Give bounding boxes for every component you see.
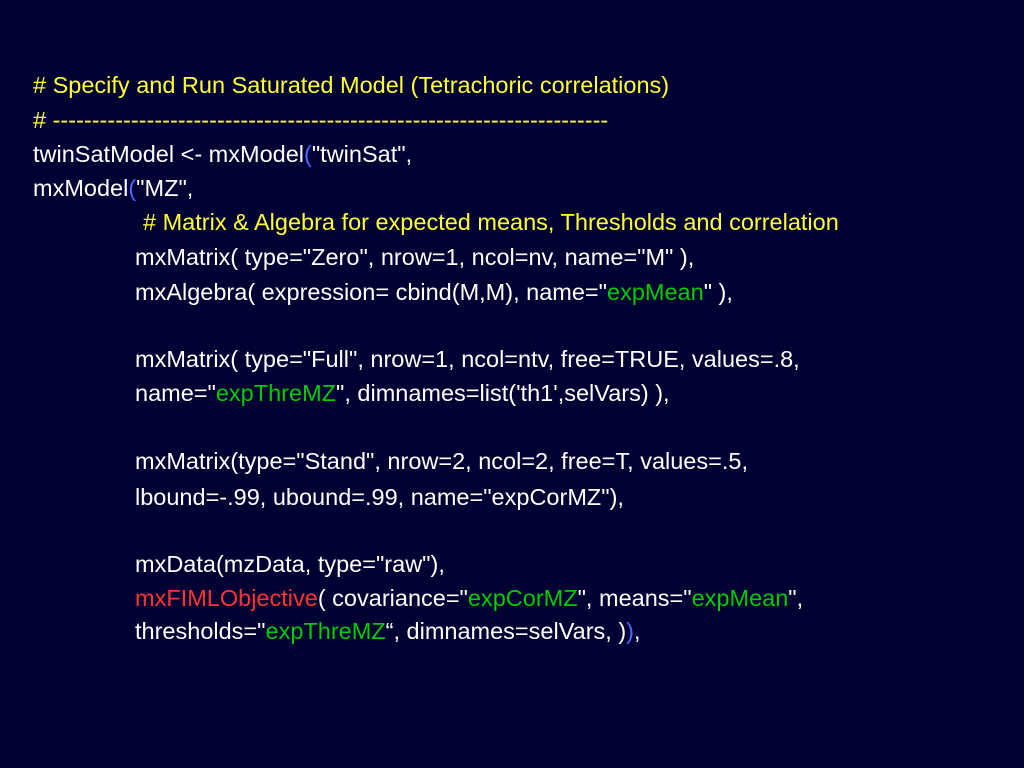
comment-matrix-algebra: # Matrix & Algebra for expected means, T… [143, 209, 839, 235]
code-text: mxAlgebra( expression= cbind(M,M), name=… [135, 279, 607, 305]
code-line-mxmatrix-zero: mxMatrix( type="Zero", nrow=1, ncol=nv, … [135, 244, 695, 270]
code-text: “, dimnames=selVars, ) [385, 618, 627, 644]
code-text: twinSatModel <- mxModel [33, 141, 305, 167]
code-text: thresholds=" [135, 618, 266, 644]
code-line-mxalgebra: mxAlgebra( expression= cbind(M,M), name=… [135, 279, 733, 305]
string-highlight: expCorMZ [467, 585, 578, 611]
code-text: ( covariance=" [317, 585, 468, 611]
code-line-mxfimlobjective: mxFIMLObjective( covariance="expCorMZ", … [135, 585, 804, 611]
string-highlight: expMean [607, 279, 704, 305]
code-text: mxModel [33, 175, 129, 201]
code-line-twinsatmodel: twinSatModel <- mxModel("twinSat", [33, 141, 413, 167]
close-paren: ) [626, 618, 634, 644]
code-text: , [633, 618, 641, 644]
open-paren: ( [304, 141, 312, 167]
code-line-thresholds: thresholds="expThreMZ“, dimnames=selVars… [135, 618, 641, 644]
code-text: " ), [703, 279, 733, 305]
code-text: ", dimnames=list('th1',selVars) ), [336, 380, 670, 406]
open-paren: ( [128, 175, 137, 201]
code-line-name-expthremz: name="expThreMZ", dimnames=list('th1',se… [135, 380, 670, 406]
code-text: "MZ", [136, 175, 194, 201]
string-highlight: expThreMZ [265, 618, 386, 644]
code-line-mxmatrix-stand: mxMatrix(type="Stand", nrow=2, ncol=2, f… [135, 448, 748, 474]
code-line-mxdata: mxData(mzData, type="raw"), [135, 551, 445, 577]
code-text: ", [788, 585, 804, 611]
string-highlight: expMean [691, 585, 789, 611]
code-line-mxmodel-mz: mxModel("MZ", [33, 175, 194, 201]
code-line-mxmatrix-full: mxMatrix( type="Full", nrow=1, ncol=ntv,… [135, 346, 800, 372]
code-text: "twinSat", [311, 141, 413, 167]
string-highlight: expThreMZ [215, 380, 336, 406]
comment-rule: # --------------------------------------… [33, 107, 609, 133]
function-highlight: mxFIMLObjective [135, 585, 318, 611]
comment-title: # Specify and Run Saturated Model (Tetra… [33, 72, 670, 98]
code-text: name=" [135, 380, 216, 406]
code-text: ", means=" [577, 585, 692, 611]
code-line-bounds: lbound=-.99, ubound=.99, name="expCorMZ"… [135, 484, 624, 510]
